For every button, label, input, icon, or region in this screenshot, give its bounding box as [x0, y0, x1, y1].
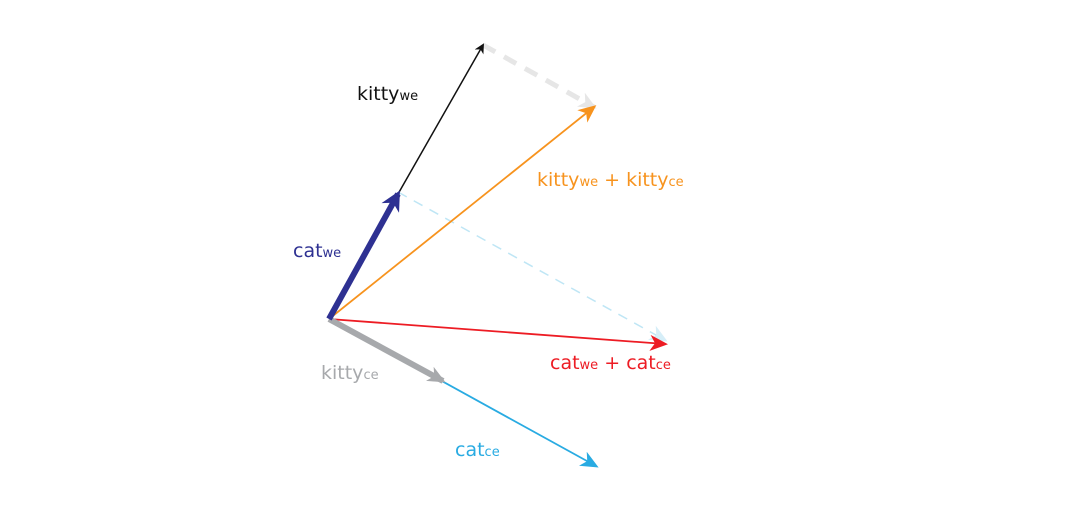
cat-we-label: catwe [293, 240, 341, 262]
cat-ce-arrow [439, 379, 599, 468]
kitty-ce-translated-arrow [481, 42, 597, 110]
kitty-ce-label: kittyce [321, 362, 379, 384]
cat-ce-translated-arrow [397, 191, 668, 342]
kitty-we-label: kittywe [357, 83, 418, 105]
kitty-sum-label: kittywe + kittyce [537, 169, 684, 191]
kitty-ce-arrow [327, 316, 446, 384]
cat-sum-label: catwe + catce [550, 352, 671, 374]
cat-sum-arrow [328, 318, 668, 351]
kitty-sum-arrow [328, 105, 597, 320]
kitty-we-arrow [397, 43, 484, 195]
cat-ce-label: catce [455, 439, 500, 461]
cat-we-arrow [326, 190, 401, 321]
